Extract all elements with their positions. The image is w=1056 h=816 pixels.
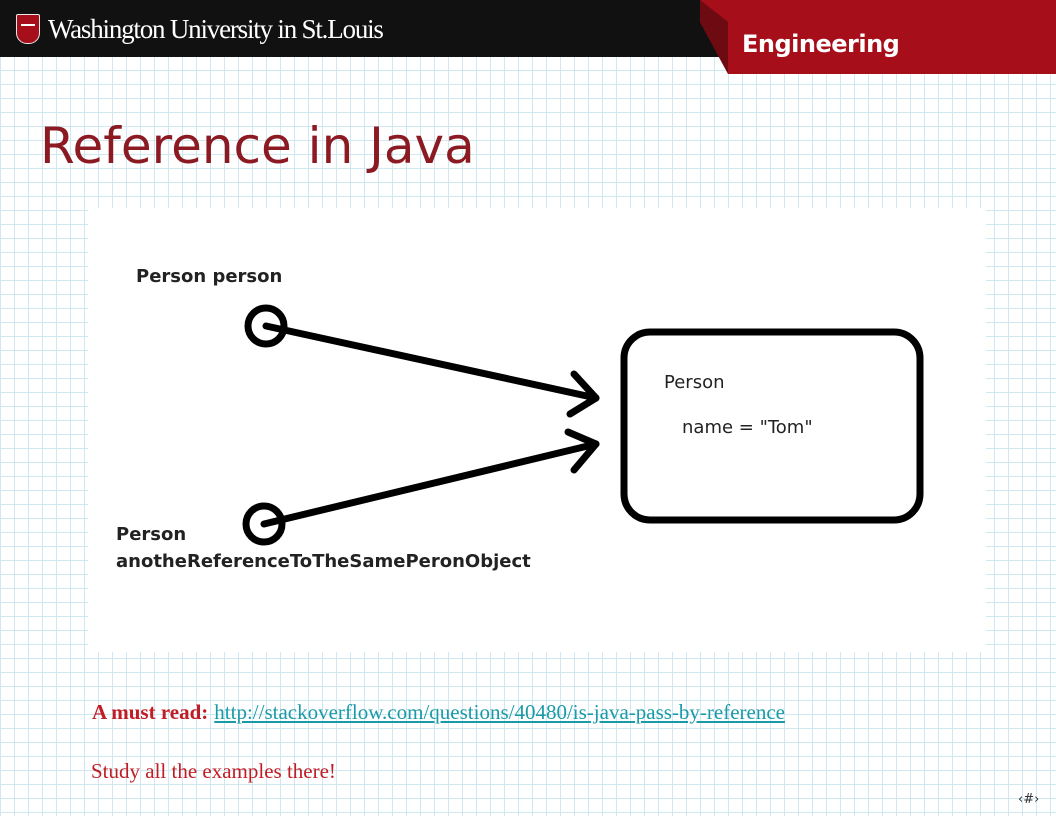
reference-two-arrow-line <box>260 440 600 528</box>
reference-two-node <box>242 502 286 546</box>
stackoverflow-link[interactable]: http://stackoverflow.com/questions/40480… <box>214 700 785 724</box>
reference-two-arrowhead <box>564 428 600 474</box>
must-read-line: A must read:http://stackoverflow.com/que… <box>92 700 785 725</box>
reference-two-label-type: Person <box>116 524 187 545</box>
slide-number: ‹#› <box>1018 792 1040 807</box>
department-label: Engineering <box>742 30 900 58</box>
reference-one-arrowhead <box>566 370 600 418</box>
reference-one-arrow-line <box>262 322 600 402</box>
header-bar: Washington University in St.Louis Engine… <box>0 0 1056 74</box>
header-red-band <box>700 0 1056 74</box>
reference-one-node <box>244 304 288 348</box>
university-name: Washington University in St.Louis <box>48 14 384 44</box>
person-object-box <box>620 328 924 524</box>
university-shield-icon <box>16 14 40 44</box>
reference-two-label-name: anotheReferenceToTheSamePeronObject <box>116 551 531 572</box>
reference-one-label: Person person <box>136 266 283 287</box>
reference-diagram-graphic <box>242 304 924 546</box>
university-logo: Washington University in St.Louis <box>16 14 384 44</box>
slide-title: Reference in Java <box>40 117 475 175</box>
must-read-label: A must read: <box>92 700 209 724</box>
object-class-label: Person <box>664 372 725 393</box>
object-field-label: name = "Tom" <box>682 417 813 438</box>
study-note: Study all the examples there! <box>91 759 336 783</box>
reference-diagram: Person person Person anotheReferenceToTh… <box>88 208 986 652</box>
